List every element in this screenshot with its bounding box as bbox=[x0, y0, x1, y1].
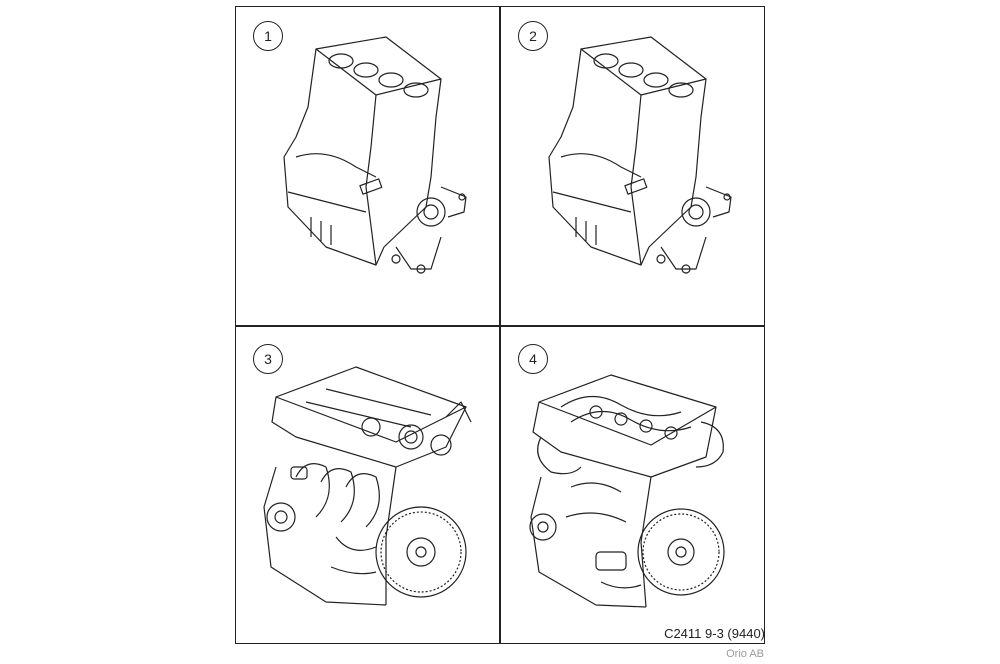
engine-block-icon bbox=[283, 36, 467, 274]
panel-1: 1 bbox=[236, 7, 500, 325]
panel-2: 2 bbox=[501, 7, 765, 325]
complete-engine-icon bbox=[529, 374, 725, 608]
grid-divider-horizontal bbox=[236, 325, 764, 327]
complete-engine-icon bbox=[263, 366, 472, 606]
panel-number: 4 bbox=[518, 344, 548, 374]
panel-number: 3 bbox=[253, 344, 283, 374]
credit-text: Orio AB bbox=[726, 648, 764, 660]
panel-3: 3 bbox=[236, 327, 500, 645]
panel-number: 1 bbox=[253, 21, 283, 51]
diagram-sheet: 1 2 bbox=[235, 6, 765, 644]
panel-number: 2 bbox=[518, 21, 548, 51]
engine-block-icon bbox=[548, 36, 732, 274]
figure-reference: C2411 9-3 (9440) bbox=[664, 626, 765, 641]
panel-4: 4 bbox=[501, 327, 765, 645]
